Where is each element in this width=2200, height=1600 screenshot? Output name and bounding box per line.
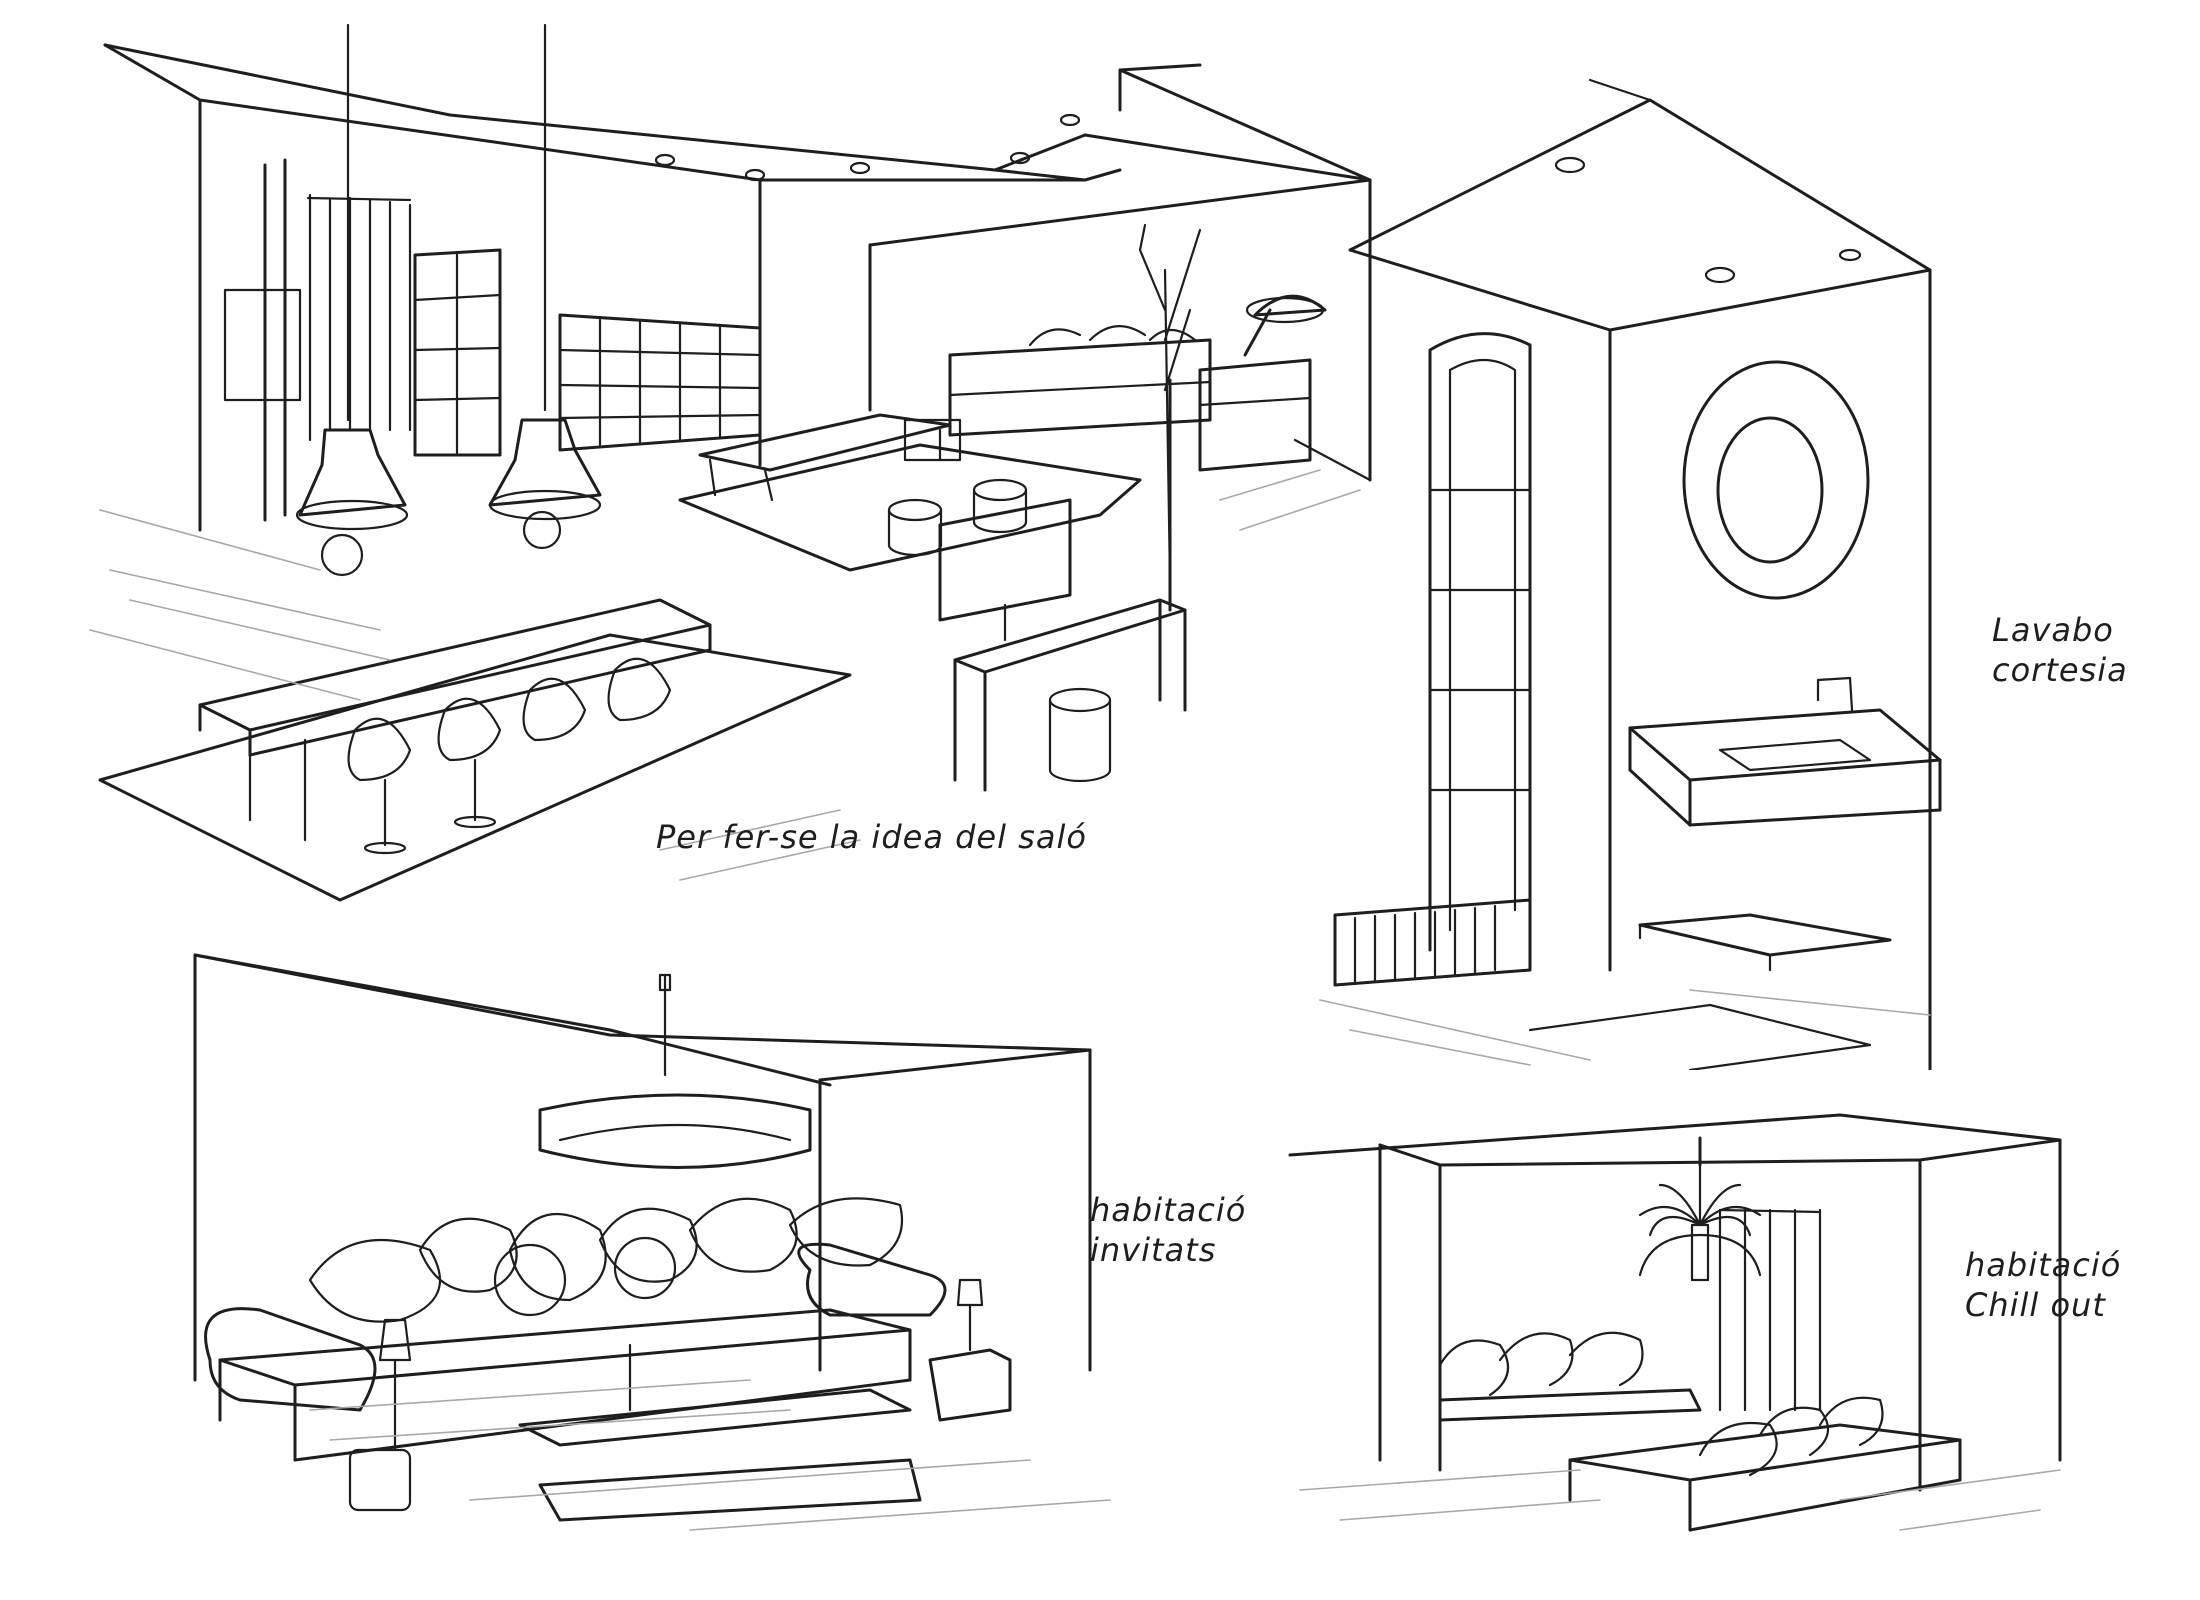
living-room-caption: Per fer-se la idea del saló — [656, 818, 1087, 856]
guest-room-caption: habitació invitats — [1090, 1190, 1246, 1270]
bathroom-caption-line1: Lavabo — [1992, 611, 2114, 649]
bathroom-caption: Lavabo cortesia — [1992, 610, 2128, 690]
guest-room-caption-line2: invitats — [1090, 1231, 1217, 1269]
chillout-room-sketch — [1288, 1113, 2062, 1532]
living-room-sketch — [89, 23, 1372, 902]
chillout-room-caption: habitació Chill out — [1965, 1245, 2121, 1325]
guest-room-caption-line1: habitació — [1090, 1191, 1247, 1229]
bathroom-sketch — [1319, 78, 1942, 1070]
bathroom-caption-line2: cortesia — [1992, 651, 2128, 689]
guest-room-sketch — [193, 953, 1111, 1531]
chillout-room-caption-line1: habitació — [1965, 1246, 2122, 1284]
chillout-room-caption-line2: Chill out — [1965, 1286, 2106, 1324]
